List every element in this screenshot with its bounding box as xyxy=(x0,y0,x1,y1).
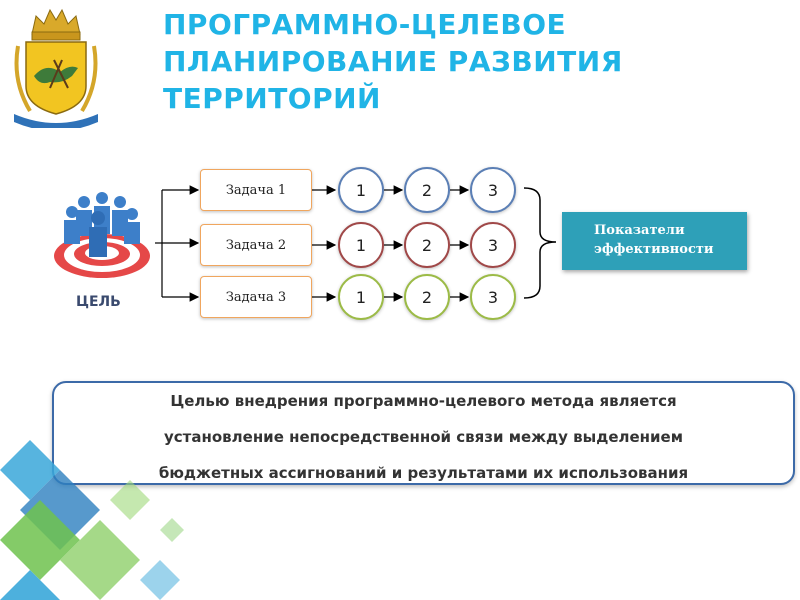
title-line-3: ТЕРРИТОРИЙ xyxy=(163,82,381,115)
task-2-box: Задача 2 xyxy=(200,224,312,266)
task-3-step-1: 1 xyxy=(338,274,384,320)
title-line-1: ПРОГРАММНО-ЦЕЛЕВОЕ xyxy=(163,8,567,41)
decorative-corner-shapes xyxy=(0,440,184,600)
task-2-step-3: 3 xyxy=(470,222,516,268)
statement-line-1: Целью внедрения программно-целевого мето… xyxy=(170,392,677,410)
task-3-step-2: 2 xyxy=(404,274,450,320)
task-2-step-1: 1 xyxy=(338,222,384,268)
goal-label: ЦЕЛЬ xyxy=(76,294,121,310)
task-3-box: Задача 3 xyxy=(200,276,312,318)
coat-of-arms-emblem xyxy=(14,8,98,128)
task-1-step-1: 1 xyxy=(338,167,384,213)
task-1-step-3: 3 xyxy=(470,167,516,213)
statement-line-2: установление непосредственной связи межд… xyxy=(164,428,683,446)
statement-line-3: бюджетных ассигнований и результатами их… xyxy=(158,464,689,482)
title-line-2: ПЛАНИРОВАНИЕ РАЗВИТИЯ xyxy=(163,45,623,78)
task-2-label: Задача 2 xyxy=(225,237,287,253)
goal-statement-box: Целью внедрения программно-целевого мето… xyxy=(52,381,795,485)
target-people-icon xyxy=(54,192,150,278)
indicators-line-2: эффективности xyxy=(594,242,714,257)
indicators-line-1: Показатели xyxy=(594,223,685,238)
page-title: ПРОГРАММНО-ЦЕЛЕВОЕ ПЛАНИРОВАНИЕ РАЗВИТИЯ… xyxy=(163,6,763,117)
task-1-step-2: 2 xyxy=(404,167,450,213)
task-3-label: Задача 3 xyxy=(225,289,287,305)
task-3-step-3: 3 xyxy=(470,274,516,320)
task-1-label: Задача 1 xyxy=(225,182,287,198)
task-1-box: Задача 1 xyxy=(200,169,312,211)
task-2-step-2: 2 xyxy=(404,222,450,268)
efficiency-indicators-box: Показатели эффективности xyxy=(562,212,747,270)
